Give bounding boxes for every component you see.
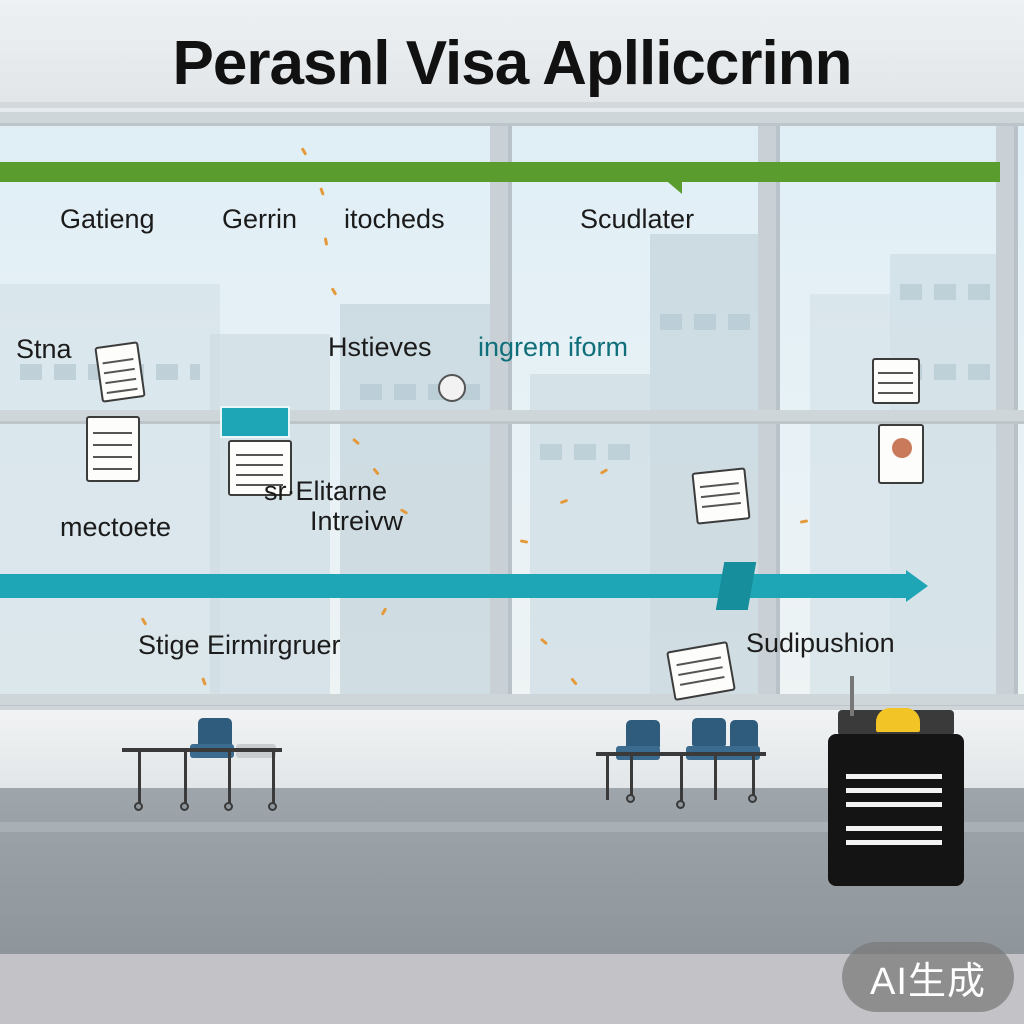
photo-document-icon — [878, 424, 924, 484]
bench-leg — [680, 754, 683, 804]
label-schedule: Scudlater — [580, 204, 695, 234]
timeline-arrow-green — [656, 172, 682, 194]
building — [210, 334, 330, 704]
bench-foot — [748, 794, 757, 803]
chair-back — [626, 720, 660, 748]
bench-leg — [714, 754, 717, 800]
document-icon — [666, 640, 736, 702]
document-icon — [691, 467, 751, 525]
kiosk-slot — [846, 774, 942, 779]
document-icon — [86, 416, 140, 482]
bench-foot — [224, 802, 233, 811]
kiosk-slot — [846, 826, 942, 831]
bench-foot — [626, 794, 635, 803]
document-icon — [94, 341, 146, 403]
floor-line — [0, 822, 1024, 832]
bench-foot — [134, 802, 143, 811]
label-gerrin: Gerrin — [222, 204, 298, 234]
timeline-bar-green — [0, 162, 1000, 182]
label-stage-embassy: Stige Eirmirgruer — [138, 630, 341, 660]
kiosk-slot — [846, 802, 942, 807]
building-windows — [900, 284, 990, 300]
bench-leg — [138, 750, 141, 804]
title-banner: Perasnl Visa Aplliccrinn — [0, 0, 1024, 108]
window-transom — [0, 410, 1024, 424]
building-windows — [540, 444, 640, 460]
building — [530, 374, 650, 704]
label-application-form: ingrem iform — [478, 332, 629, 362]
chair-back — [198, 718, 232, 746]
building-windows — [660, 314, 750, 330]
stamp-icon — [438, 374, 466, 402]
document-icon — [228, 440, 292, 496]
label-interview: Intreivw — [310, 506, 404, 536]
document-icon — [872, 358, 920, 404]
window-transom — [0, 112, 1024, 126]
building-windows — [900, 364, 990, 380]
bench-rail — [122, 748, 282, 752]
teal-marker — [220, 406, 290, 438]
chair-back — [692, 718, 726, 746]
label-start: Stna — [16, 334, 72, 364]
kiosk-antenna — [850, 676, 854, 716]
building — [340, 304, 500, 704]
timeline-bar-teal — [0, 574, 910, 598]
kiosk-body — [828, 734, 964, 886]
window-transom — [0, 694, 1024, 708]
kiosk-slot — [846, 840, 942, 845]
label-gathering: Gatieng — [60, 204, 155, 234]
bench-foot — [180, 802, 189, 811]
bench-leg — [228, 750, 231, 804]
timeline-arrow-teal — [906, 570, 928, 602]
bench-leg — [630, 754, 633, 800]
label-highlights: Hstieves — [328, 332, 432, 362]
kiosk-slot — [846, 788, 942, 793]
bench-foot — [676, 800, 685, 809]
page-title: Perasnl Visa Aplliccrinn — [172, 29, 853, 98]
bench-leg — [272, 750, 275, 804]
ai-generated-badge: AI生成 — [842, 942, 1014, 1012]
bench-leg — [752, 754, 755, 800]
bench-leg — [606, 754, 609, 800]
label-medical: mectoete — [60, 512, 172, 542]
bench-leg — [184, 750, 187, 804]
chair-back — [730, 720, 758, 748]
bench-foot — [268, 802, 277, 811]
label-attendance: sr·Elitarne — [264, 476, 388, 506]
label-submission: Sudipushion — [746, 628, 895, 658]
kiosk-lamp — [876, 708, 920, 732]
label-documents: itocheds — [344, 204, 445, 234]
